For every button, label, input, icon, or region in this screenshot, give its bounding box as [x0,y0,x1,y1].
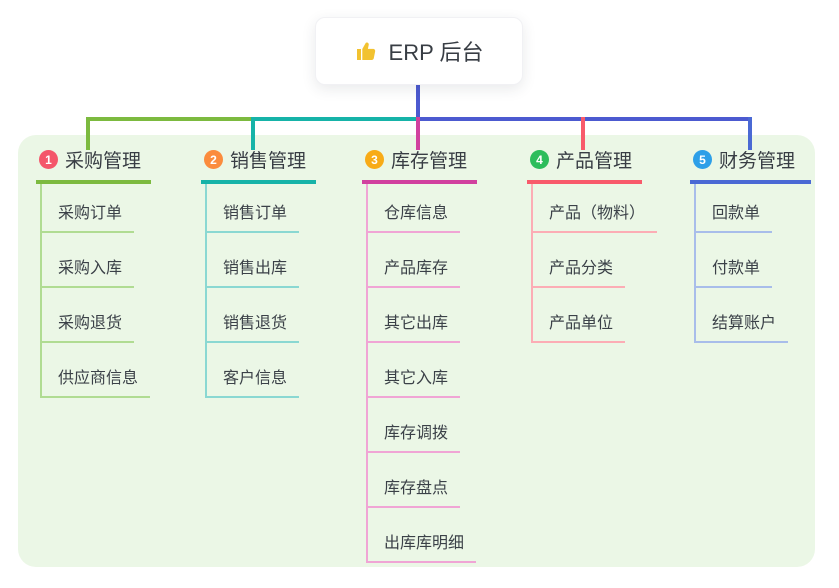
branch-children: 销售订单 销售出库 销售退货 客户信息 [205,184,316,398]
branch-children: 产品（物料） 产品分类 产品单位 [531,184,658,343]
branch-title-label: 库存管理 [391,151,468,172]
child-node[interactable]: 供应商信息 [42,343,151,398]
branch-title-node[interactable]: 3 库存管理 [362,146,477,184]
thumbs-up-icon [355,39,379,63]
child-node[interactable]: 结算账户 [696,288,789,343]
branch-number-badge: 3 [365,150,384,169]
connector-drop-sales [251,117,255,150]
branch-number-badge: 2 [204,150,223,169]
child-node[interactable]: 采购入库 [42,233,135,288]
branch-product: 4 产品管理 产品（物料） 产品分类 产品单位 [527,146,658,343]
child-node[interactable]: 客户信息 [207,343,300,398]
child-node[interactable]: 采购退货 [42,288,135,343]
branch-children: 仓库信息 产品库存 其它出库 其它入库 库存调拨 库存盘点 出库库明细 [366,184,477,563]
child-node[interactable]: 产品库存 [368,233,461,288]
child-node[interactable]: 销售出库 [207,233,300,288]
child-node[interactable]: 仓库信息 [368,184,461,233]
connector-drop-purchase [86,117,90,150]
connector-drop-finance [748,117,752,150]
child-node[interactable]: 出库库明细 [368,508,477,563]
branch-title-node[interactable]: 1 采购管理 [36,146,151,184]
branch-sales: 2 销售管理 销售订单 销售出库 销售退货 客户信息 [201,146,316,398]
branch-number-badge: 5 [693,150,712,169]
connector-drop-product [581,117,585,150]
child-node[interactable]: 其它入库 [368,343,461,398]
root-node[interactable]: ERP 后台 [315,17,523,85]
branch-inventory: 3 库存管理 仓库信息 产品库存 其它出库 其它入库 库存调拨 库存盘点 出库库… [362,146,477,563]
child-node[interactable]: 回款单 [696,184,773,233]
child-node[interactable]: 产品（物料） [533,184,658,233]
connector-root-vertical [416,84,420,120]
branch-title-label: 采购管理 [65,151,142,172]
child-node[interactable]: 库存盘点 [368,453,461,508]
child-node[interactable]: 付款单 [696,233,773,288]
child-node[interactable]: 销售订单 [207,184,300,233]
branch-title-node[interactable]: 4 产品管理 [527,146,642,184]
branch-finance: 5 财务管理 回款单 付款单 结算账户 [690,146,811,343]
branch-number-badge: 4 [530,150,549,169]
child-node[interactable]: 销售退货 [207,288,300,343]
root-node-label: ERP 后台 [388,40,484,65]
branches-background-panel [18,135,815,567]
branch-number-badge: 1 [39,150,58,169]
branch-title-node[interactable]: 5 财务管理 [690,146,811,184]
child-node[interactable]: 产品单位 [533,288,626,343]
child-node[interactable]: 库存调拨 [368,398,461,453]
branch-title-label: 产品管理 [556,151,633,172]
branch-title-label: 财务管理 [719,151,796,172]
branch-title-label: 销售管理 [230,151,307,172]
connector-bus-teal [251,117,418,121]
branch-title-node[interactable]: 2 销售管理 [201,146,316,184]
branch-children: 采购订单 采购入库 采购退货 供应商信息 [40,184,151,398]
child-node[interactable]: 采购订单 [42,184,135,233]
connector-bus-green [86,117,255,121]
child-node[interactable]: 产品分类 [533,233,626,288]
branch-purchase: 1 采购管理 采购订单 采购入库 采购退货 供应商信息 [36,146,151,398]
branch-children: 回款单 付款单 结算账户 [694,184,811,343]
connector-drop-inventory [416,117,420,150]
child-node[interactable]: 其它出库 [368,288,461,343]
